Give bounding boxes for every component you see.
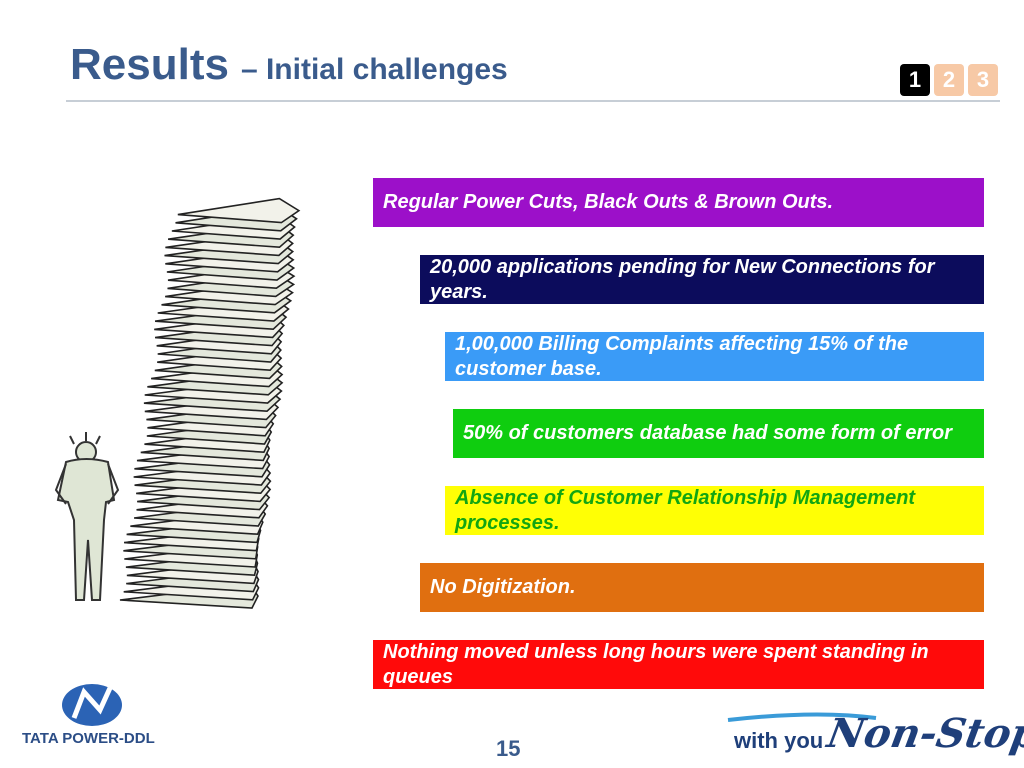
step-3[interactable]: 3 — [968, 64, 998, 96]
challenge-bar-power-cuts: Regular Power Cuts, Black Outs & Brown O… — [373, 178, 984, 227]
challenge-bar-crm-absence: Absence of Customer Relationship Managem… — [445, 486, 984, 535]
tagline-swoosh-icon — [727, 712, 877, 722]
step-indicator: 1 2 3 — [900, 64, 998, 96]
tata-power-logo-icon — [62, 684, 122, 726]
tagline-logo: with you Non-Stop — [726, 706, 1024, 766]
title-sub: – Initial challenges — [240, 53, 508, 86]
man-figure — [54, 432, 120, 601]
challenge-bar-billing-complaints: 1,00,000 Billing Complaints affecting 15… — [445, 332, 984, 381]
tagline-brand: Non-Stop — [823, 710, 1024, 757]
page-number: 15 — [496, 736, 521, 761]
step-1[interactable]: 1 — [900, 64, 930, 96]
step-2[interactable]: 2 — [934, 64, 964, 96]
challenge-bar-queues: Nothing moved unless long hours were spe… — [373, 640, 984, 689]
challenge-bar-no-digitization: No Digitization. — [420, 563, 984, 612]
paper-stack-illustration — [54, 197, 301, 609]
title-divider — [66, 100, 1000, 102]
page-title: Results – Initial challenges — [70, 40, 508, 90]
tagline-prefix: with you — [734, 728, 824, 753]
challenge-bar-pending-applications: 20,000 applications pending for New Conn… — [420, 255, 984, 304]
company-logo-text: TATA POWER-DDL — [22, 730, 155, 747]
title-main: Results — [70, 40, 229, 89]
challenge-bar-database-errors: 50% of customers database had some form … — [453, 409, 984, 458]
paper-stack — [119, 197, 301, 609]
